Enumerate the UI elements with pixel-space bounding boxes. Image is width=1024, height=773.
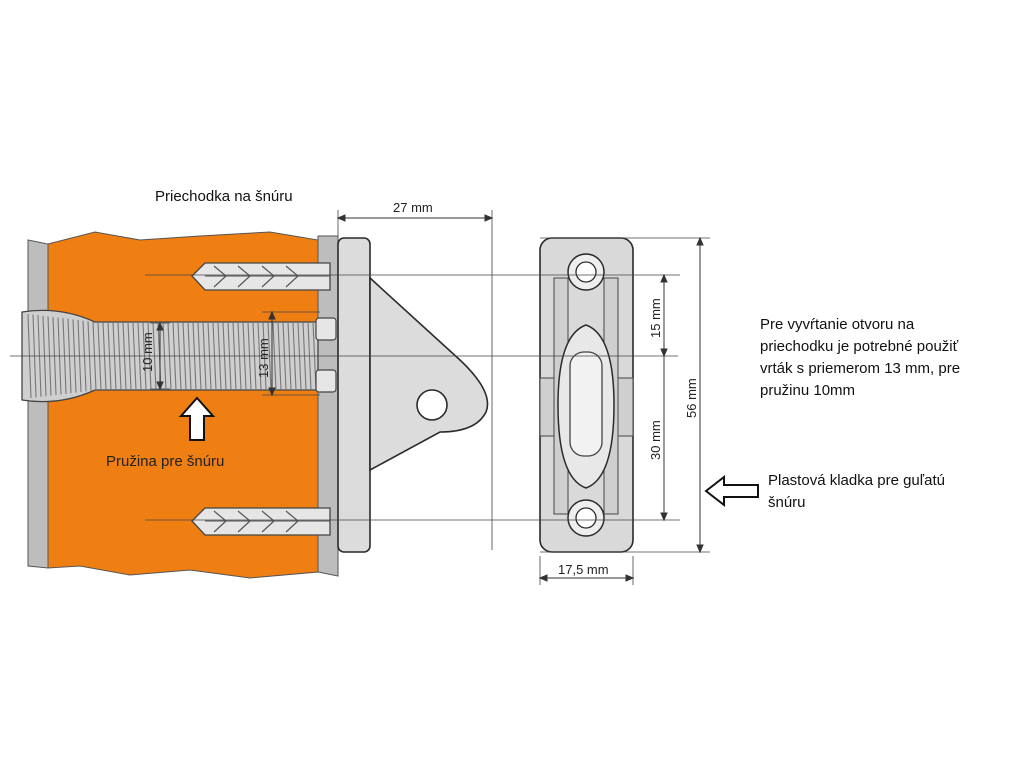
arrow-up-outline-icon xyxy=(178,396,216,441)
pulley-note: Plastová kladka pre guľatú šnúru xyxy=(768,470,945,514)
bracket-hole xyxy=(416,389,448,421)
top-screw-hole-inner xyxy=(575,261,597,283)
pulley-note-line-1: Plastová kladka pre guľatú xyxy=(768,472,945,489)
bottom-dowel xyxy=(191,507,331,536)
dim-width: 17,5 mm xyxy=(558,562,609,577)
pulley-note-line-2: šnúru xyxy=(768,494,806,511)
drill-note-line-2: priechodku je potrebné použiť xyxy=(760,338,959,355)
dim-height: 56 mm xyxy=(684,378,699,418)
bracket-side-view xyxy=(337,237,489,553)
label-bushing: Priechodka na šnúru xyxy=(155,188,293,205)
bracket-arm xyxy=(369,276,489,472)
front-side-tab-right xyxy=(617,377,634,437)
drill-note-line-4: pružinu 10mm xyxy=(760,382,856,399)
top-dowel xyxy=(191,262,331,291)
drill-note-line-1: Pre vyvŕtanie otvoru na xyxy=(760,316,915,333)
drill-note: Pre vyvŕtanie otvoru na priechodku je po… xyxy=(760,314,960,402)
bracket-front-view xyxy=(539,237,634,553)
bracket-plate xyxy=(337,237,371,553)
pulley-groove xyxy=(569,351,603,457)
dim-pulley-length: 30 mm xyxy=(648,420,663,460)
dim-spring-diameter: 10 mm xyxy=(140,332,155,372)
dimension-lines xyxy=(156,214,704,582)
arrow-left-outline-icon xyxy=(704,474,759,508)
wall-left-edge xyxy=(27,239,49,569)
dim-top-offset: 15 mm xyxy=(648,298,663,338)
front-side-tab-left xyxy=(539,377,555,437)
dim-hole-diameter: 13 mm xyxy=(256,338,271,378)
drill-note-line-3: vrták s priemerom 13 mm, pre xyxy=(760,360,961,377)
spring-end-cap-bottom xyxy=(315,369,337,393)
bottom-screw-hole-inner xyxy=(575,507,597,529)
dim-depth: 27 mm xyxy=(393,200,433,215)
label-spring: Pružina pre šnúru xyxy=(106,453,225,470)
spring-end-cap xyxy=(315,317,337,341)
